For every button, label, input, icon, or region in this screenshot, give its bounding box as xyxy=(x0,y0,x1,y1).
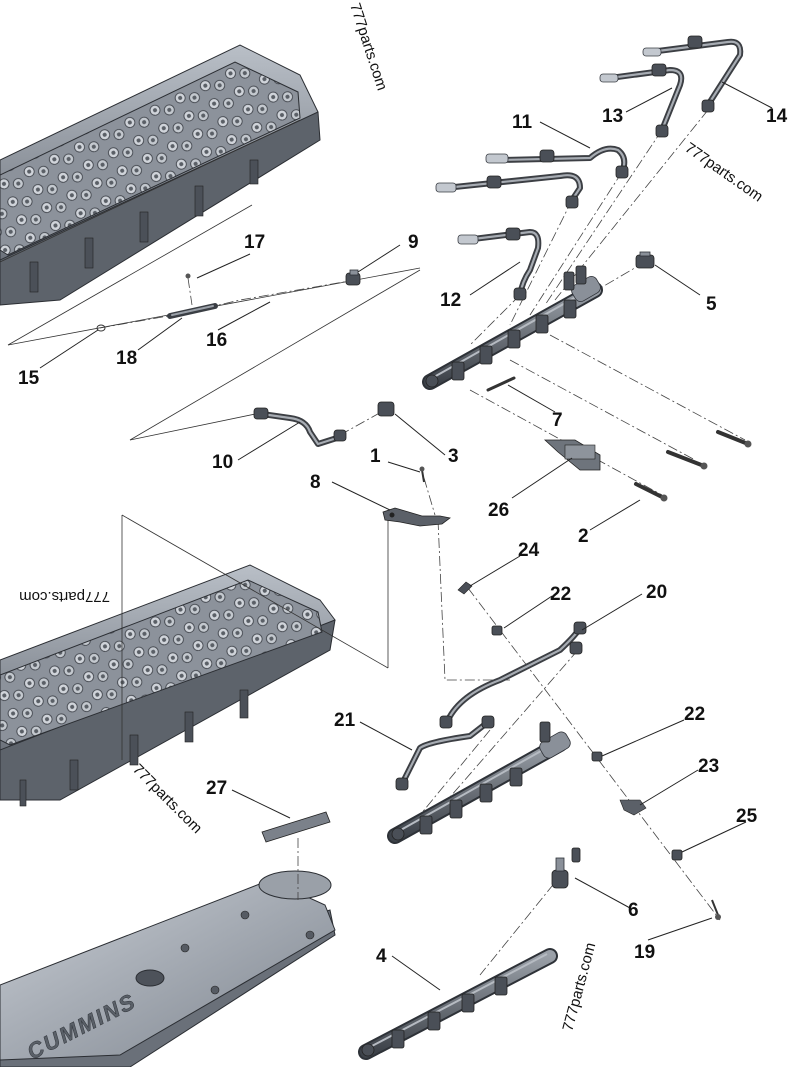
part-10-fuel-line xyxy=(253,407,347,447)
upper-fuel-rail xyxy=(422,265,603,390)
part-8-bracket xyxy=(382,507,451,527)
watermark-head-lower: 777parts.com xyxy=(129,761,205,837)
callout-9: 9 xyxy=(408,232,419,253)
callout-2: 2 xyxy=(578,526,589,547)
callout-1: 1 xyxy=(370,446,381,467)
callout-25: 25 xyxy=(736,806,758,827)
callout-24: 24 xyxy=(518,540,540,561)
callout-23: 23 xyxy=(698,756,719,777)
callout-3: 3 xyxy=(448,446,459,467)
callout-4: 4 xyxy=(376,946,387,967)
callout-7: 7 xyxy=(552,410,563,431)
part-9-connector xyxy=(345,269,361,286)
part-24-clip xyxy=(457,581,473,595)
callout-8: 8 xyxy=(310,472,321,493)
callout-6: 6 xyxy=(628,900,639,921)
callout-10: 10 xyxy=(212,452,233,473)
part-6-sensor xyxy=(551,847,581,889)
callout-13: 13 xyxy=(602,106,623,127)
callout-21: 21 xyxy=(334,710,356,731)
cylinder-head-lower xyxy=(0,564,336,807)
callout-17: 17 xyxy=(244,232,265,253)
lower-fuel-rail xyxy=(387,721,571,844)
callout-14: 14 xyxy=(766,106,788,127)
part-5-pressure-sensor xyxy=(635,251,655,269)
watermark-bottom: 777parts.com xyxy=(559,941,599,1033)
cylinder-head-upper xyxy=(0,44,321,306)
callout-19: 19 xyxy=(634,942,655,963)
part-1-screw xyxy=(419,466,425,483)
part-26-bracket xyxy=(543,439,601,471)
watermark-middle-left: 777parts.com xyxy=(19,588,110,605)
callout-12: 12 xyxy=(440,290,461,311)
callout-5: 5 xyxy=(706,294,717,315)
part-14-injector-line xyxy=(642,35,744,113)
part-13-injector-line xyxy=(599,63,685,138)
part-7-pin xyxy=(486,376,516,392)
valve-cover: CUMMINS xyxy=(0,870,336,1067)
part-4-fuel-rail xyxy=(358,948,558,1060)
callout-22-lower: 22 xyxy=(684,704,705,725)
callout-26: 26 xyxy=(488,500,509,521)
part-3-fitting xyxy=(377,401,395,417)
callout-11: 11 xyxy=(512,112,533,133)
part-18-sensor xyxy=(167,303,218,319)
callout-leaders xyxy=(39,81,773,991)
part-21-fuel-line xyxy=(395,715,495,791)
part-25-spacer xyxy=(671,849,683,861)
callout-16: 16 xyxy=(206,330,227,351)
part-17-plug xyxy=(185,273,191,279)
part-19-bolt xyxy=(711,899,721,920)
part-12-injector-line xyxy=(457,227,542,301)
watermark-top: 777parts.com xyxy=(346,1,390,93)
callout-27: 27 xyxy=(206,778,227,799)
watermark-right-top: 777parts.com xyxy=(682,139,766,205)
part-11-injector-line xyxy=(485,145,629,179)
part-22-grommet-lower xyxy=(591,751,603,762)
callout-22-upper: 22 xyxy=(550,584,571,605)
part-injector-line-middle xyxy=(435,172,583,209)
callout-20: 20 xyxy=(646,582,667,603)
callout-18: 18 xyxy=(116,348,137,369)
part-27-gasket xyxy=(261,811,331,843)
callout-labels: 11 13 14 17 9 12 5 16 18 15 7 10 1 3 8 2… xyxy=(18,106,788,967)
part-15-o-ring xyxy=(96,324,106,332)
part-2-bolts xyxy=(634,430,752,502)
part-23-bracket xyxy=(619,799,647,816)
part-20-fuel-line xyxy=(439,621,587,729)
part-22-grommet-upper xyxy=(491,625,503,636)
callout-15: 15 xyxy=(18,368,40,389)
